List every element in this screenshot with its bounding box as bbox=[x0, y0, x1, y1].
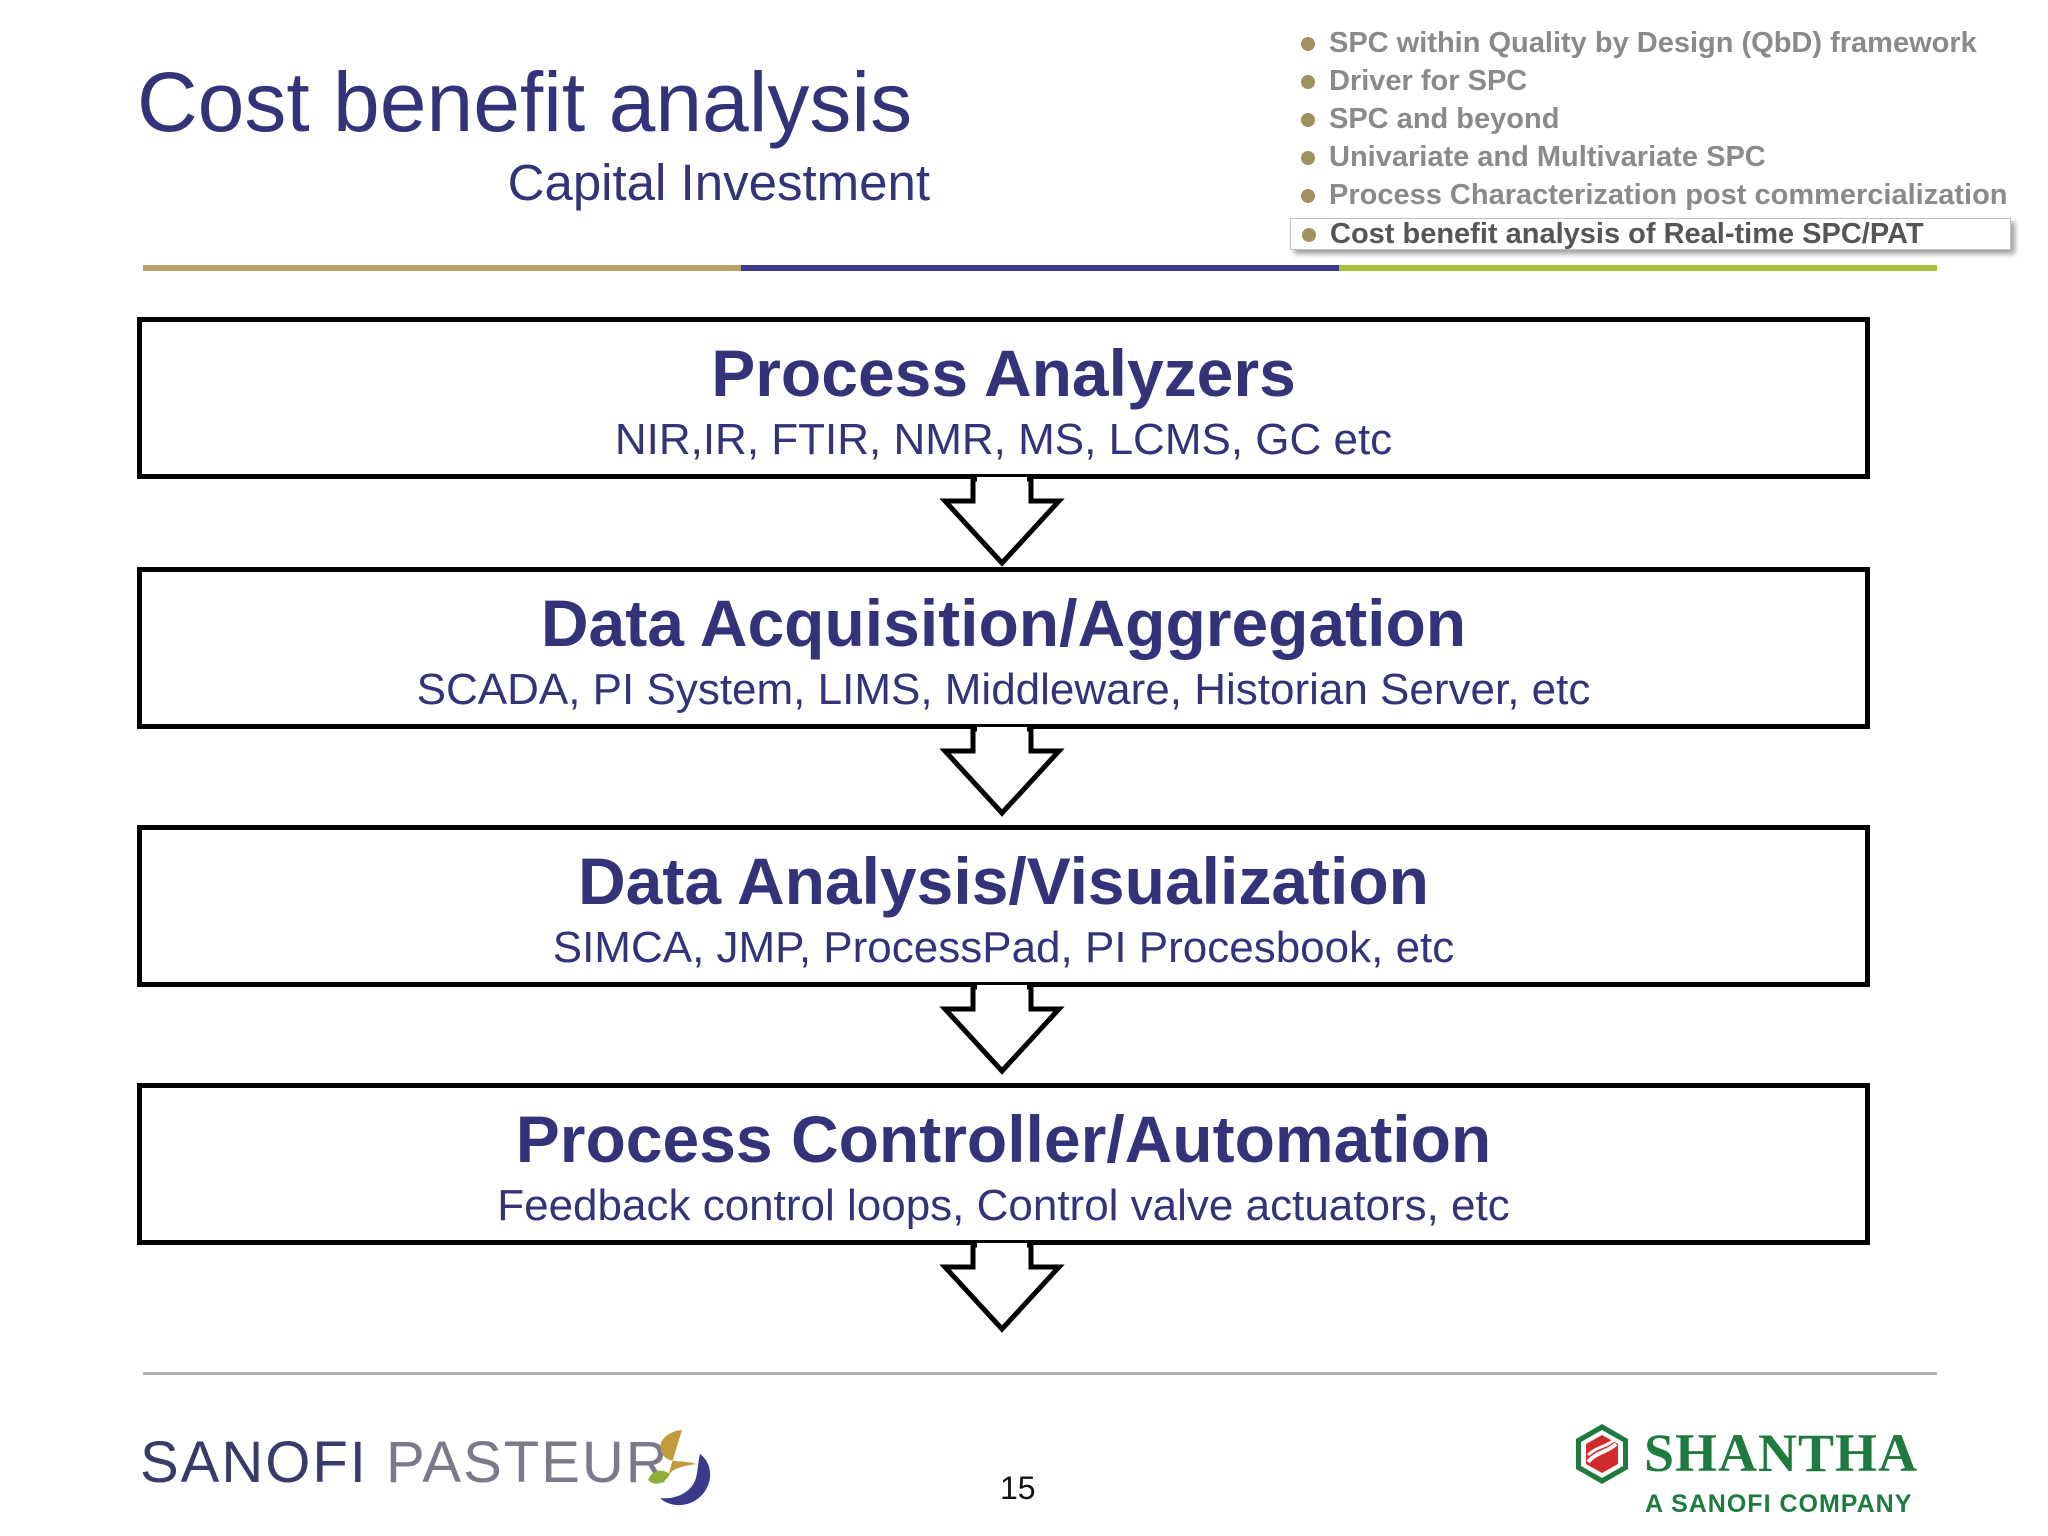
sanofi-swirl-icon bbox=[648, 1430, 711, 1506]
agenda-item: Process Characterization post commercial… bbox=[1296, 176, 2011, 214]
down-arrow-icon bbox=[939, 727, 1065, 817]
flow-step-heading: Data Analysis/Visualization bbox=[578, 844, 1429, 918]
agenda-item-label: SPC and beyond bbox=[1329, 103, 1560, 135]
flow-step-detail: Feedback control loops, Control valve ac… bbox=[497, 1181, 1510, 1230]
flow-step-detail: SCADA, PI System, LIMS, Middleware, Hist… bbox=[416, 665, 1591, 714]
shantha-wordmark: SHANTHA bbox=[1644, 1423, 1919, 1483]
sanofi-pasteur-logo: SANOFI PASTEUR bbox=[140, 1424, 730, 1514]
bullet-icon bbox=[1302, 228, 1316, 242]
agenda-item-label: Cost benefit analysis of Real-time SPC/P… bbox=[1330, 218, 1924, 250]
flow-step-heading: Process Analyzers bbox=[711, 336, 1296, 410]
logo-word-pasteur: PASTEUR bbox=[386, 1430, 670, 1495]
flow-step-heading: Data Acquisition/Aggregation bbox=[540, 586, 1467, 660]
flow-step-heading: Process Controller/Automation bbox=[515, 1102, 1492, 1176]
agenda-item-active: Cost benefit analysis of Real-time SPC/P… bbox=[1290, 218, 2011, 250]
slide-subtitle: Capital Investment bbox=[507, 154, 930, 211]
shantha-tagline: A SANOFI COMPANY bbox=[1645, 1490, 1913, 1518]
page-number: 15 bbox=[1000, 1470, 1036, 1506]
agenda-item: Driver for SPC bbox=[1296, 62, 2011, 100]
flow-step-detail: SIMCA, JMP, ProcessPad, PI Procesbook, e… bbox=[552, 923, 1455, 972]
logo-word-sanofi: SANOFI bbox=[140, 1430, 368, 1495]
down-arrow-icon bbox=[939, 985, 1065, 1075]
shantha-hexagon-icon bbox=[1576, 1424, 1628, 1484]
shantha-logo: SHANTHA A SANOFI COMPANY bbox=[1570, 1420, 1950, 1520]
agenda-item-label: Univariate and Multivariate SPC bbox=[1329, 141, 1766, 173]
agenda-item-label: Process Characterization post commercial… bbox=[1329, 179, 2008, 211]
bullet-icon bbox=[1301, 189, 1315, 203]
flow-step-process-controller: Process Controller/Automation Feedback c… bbox=[137, 1083, 1870, 1245]
down-arrow-icon bbox=[939, 1243, 1065, 1333]
sanofi-pasteur-wordmark: SANOFI PASTEUR bbox=[140, 1434, 670, 1492]
divider-segment-gold bbox=[143, 265, 741, 271]
bullet-icon bbox=[1301, 75, 1315, 89]
down-arrow-icon bbox=[939, 477, 1065, 567]
flow-step-process-analyzers: Process Analyzers NIR,IR, FTIR, NMR, MS,… bbox=[137, 317, 1870, 479]
flow-step-data-acquisition: Data Acquisition/Aggregation SCADA, PI S… bbox=[137, 567, 1870, 729]
flow-step-data-analysis: Data Analysis/Visualization SIMCA, JMP, … bbox=[137, 825, 1870, 987]
bullet-icon bbox=[1301, 113, 1315, 127]
agenda-item-label: Driver for SPC bbox=[1329, 65, 1528, 97]
agenda-item: SPC and beyond bbox=[1296, 100, 2011, 138]
bullet-icon bbox=[1301, 151, 1315, 165]
flow-step-detail: NIR,IR, FTIR, NMR, MS, LCMS, GC etc bbox=[614, 415, 1393, 464]
agenda-item: SPC within Quality by Design (QbD) frame… bbox=[1296, 24, 2011, 62]
footer-divider bbox=[143, 1372, 1937, 1375]
agenda-item: Univariate and Multivariate SPC bbox=[1296, 138, 2011, 176]
header-divider bbox=[143, 265, 1937, 271]
slide-title: Cost benefit analysis bbox=[137, 55, 913, 149]
bullet-icon bbox=[1301, 37, 1315, 51]
divider-segment-green bbox=[1339, 265, 1937, 271]
agenda-item-label: SPC within Quality by Design (QbD) frame… bbox=[1329, 27, 1977, 59]
agenda-list: SPC within Quality by Design (QbD) frame… bbox=[1290, 24, 2011, 250]
divider-segment-blue bbox=[741, 265, 1339, 271]
